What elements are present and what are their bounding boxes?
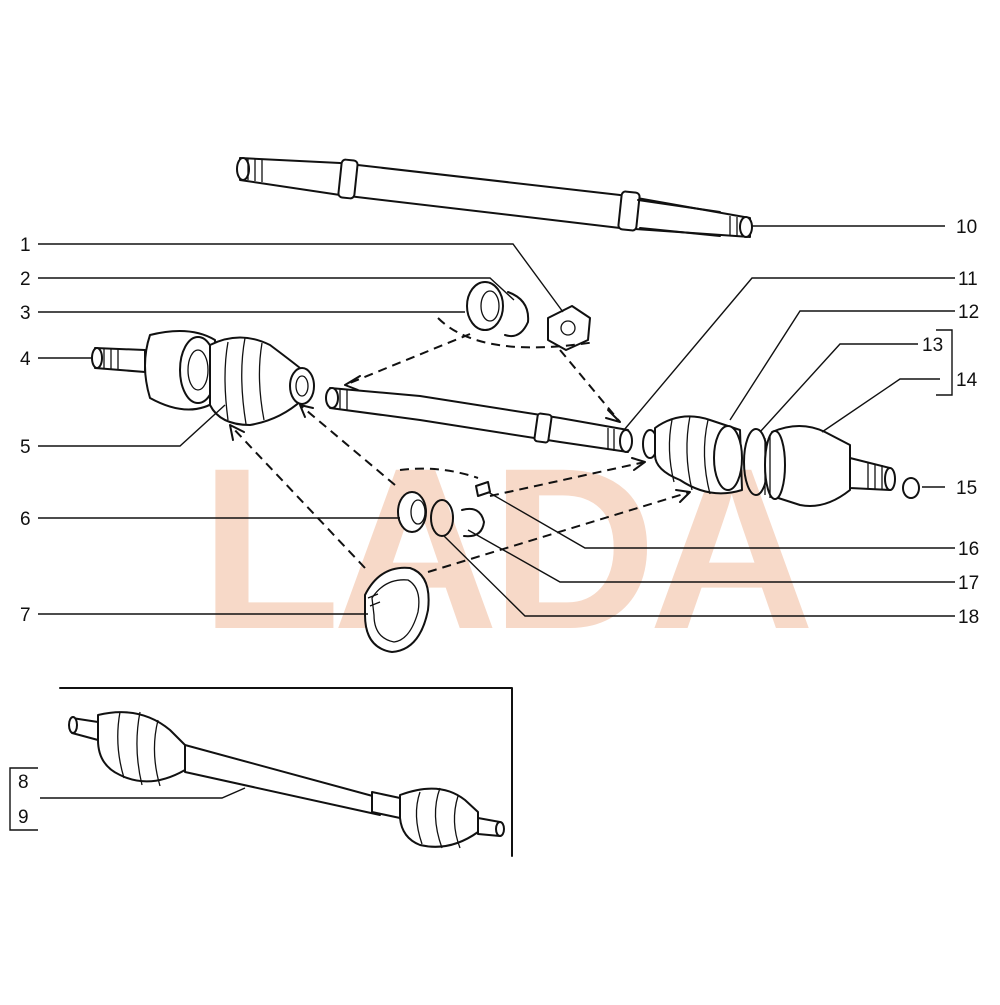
assembly-arrows: [229, 317, 691, 573]
callout-6: 6: [20, 509, 31, 530]
callout-2: 2: [20, 269, 31, 290]
snap-ring-icon: [902, 477, 920, 499]
clamp-band-icon: [364, 566, 430, 653]
nut-icon: [547, 305, 591, 351]
boot-icon: [209, 336, 315, 426]
cv-joint-icon: [764, 425, 896, 507]
long-shaft-icon: [236, 157, 753, 238]
callout-3: 3: [20, 303, 31, 324]
long-shaft-icon: [325, 387, 633, 453]
boot-icon: [642, 415, 743, 495]
bracket-8-9: [9, 767, 38, 831]
callout-16: 16: [958, 539, 979, 560]
callout-10: 10: [956, 217, 977, 238]
callout-5: 5: [20, 437, 31, 458]
leader-lines: [38, 225, 955, 799]
callout-12: 12: [958, 302, 979, 323]
callout-1: 1: [20, 235, 31, 256]
cv-joint-icon: [91, 330, 219, 411]
bearing-icon: [397, 481, 491, 538]
callouts: 1 2 3 4 5 6 7 8 9 10 11 12 13 14 15 16 1…: [18, 217, 979, 828]
callout-14: 14: [956, 370, 978, 391]
callout-9: 9: [18, 807, 29, 828]
callout-17: 17: [958, 573, 979, 594]
snap-ring-icon: [466, 281, 530, 338]
bracket-13-14: [936, 329, 953, 396]
callout-11: 11: [958, 269, 978, 290]
callout-7: 7: [20, 605, 31, 626]
inset-assembly: [59, 687, 513, 857]
callout-15: 15: [956, 478, 977, 499]
callout-8: 8: [18, 772, 29, 793]
callout-18: 18: [958, 607, 979, 628]
callout-13: 13: [922, 335, 943, 356]
callout-4: 4: [20, 349, 31, 370]
